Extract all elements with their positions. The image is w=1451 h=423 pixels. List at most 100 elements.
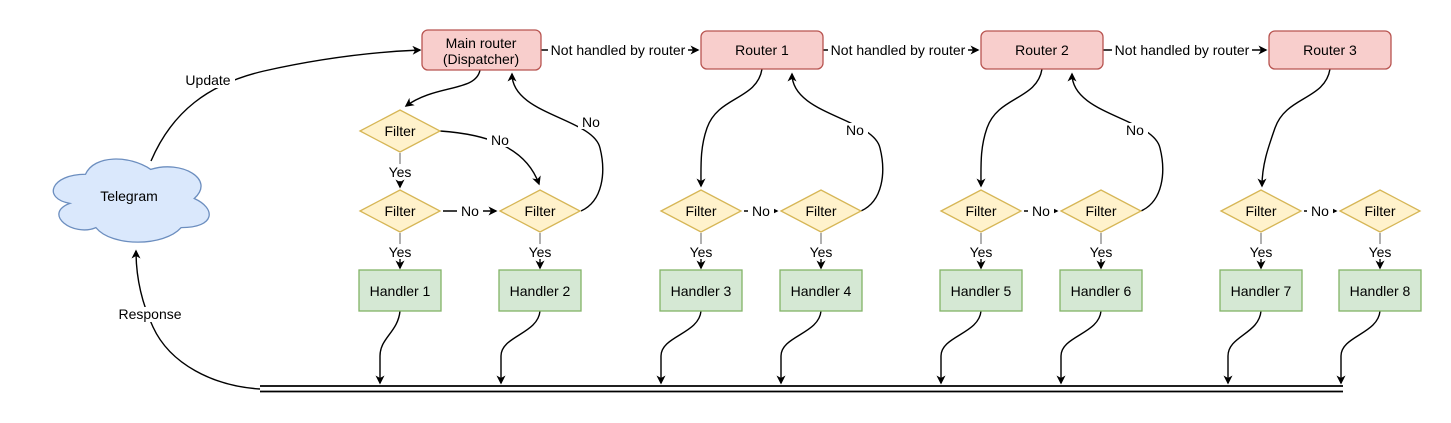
handler8-label: Handler 8 <box>1350 283 1411 299</box>
response-label-group: Response <box>116 306 184 322</box>
label-bg <box>748 204 774 218</box>
not-handled-label-1: Not handled by router <box>548 42 688 58</box>
yes-label: Yes <box>1090 244 1113 260</box>
dispatcher-label-line1: Main router <box>446 35 517 51</box>
yes-label: Yes <box>389 244 412 260</box>
yes-label: Yes <box>810 244 833 260</box>
handler4-box <box>779 269 863 312</box>
handler3-node: Handler 3 <box>659 269 743 312</box>
handler7-label: Handler 7 <box>1231 283 1292 299</box>
router1-box <box>700 30 824 70</box>
handler1-node: Handler 1 <box>358 269 442 312</box>
handler6-box <box>1059 269 1143 312</box>
handler5-node: Handler 5 <box>939 269 1023 312</box>
router3-box <box>1268 30 1392 70</box>
handler2-box <box>498 269 582 312</box>
no-label: No <box>582 114 600 130</box>
yes-label: Yes <box>690 244 713 260</box>
no-label: No <box>846 122 864 138</box>
router3-to-filter-edge <box>1257 68 1331 188</box>
no-label-dispatcher-top: No <box>487 132 513 148</box>
no-label-router1-row: No <box>748 203 774 219</box>
handler6-to-bus-edge <box>1056 310 1102 385</box>
router2-node: Router 2 <box>980 30 1104 70</box>
router1-node: Router 1 <box>700 30 824 70</box>
handler7-node: Handler 7 <box>1219 269 1303 312</box>
response-edge <box>131 249 261 390</box>
handler5-to-bus-edge <box>936 310 982 385</box>
no-label-router2-return: No <box>1122 122 1148 138</box>
handler7-box <box>1219 269 1303 312</box>
handler4-node: Handler 4 <box>779 269 863 312</box>
handler1-box <box>358 269 442 312</box>
no-label: No <box>461 203 479 219</box>
handler6-label: Handler 6 <box>1071 283 1132 299</box>
router2-box <box>980 30 1104 70</box>
filter-label: Filter <box>1245 203 1276 219</box>
filter-diamond <box>779 189 863 233</box>
label-bg <box>1028 204 1054 218</box>
filter-diamond <box>358 189 442 233</box>
no-label-dispatcher-row: No <box>457 203 483 219</box>
filter-label: Filter <box>805 203 836 219</box>
filter-label: Filter <box>384 203 415 219</box>
handler3-label: Handler 3 <box>671 283 732 299</box>
handler2-to-bus-edge <box>496 310 541 385</box>
no-label-router3-row: No <box>1307 203 1333 219</box>
filter-node-router2-2: Filter <box>1059 189 1143 233</box>
handler2-node: Handler 2 <box>498 269 582 312</box>
dispatcher-label-line2: (Dispatcher) <box>443 51 519 67</box>
update-edge <box>150 45 422 162</box>
update-label: Update <box>185 72 230 88</box>
no-label: No <box>491 132 509 148</box>
label-bg <box>1307 204 1333 218</box>
handler7-to-bus-edge <box>1223 310 1262 385</box>
dispatcher-to-filter-edge <box>404 69 481 107</box>
handler8-to-bus-edge <box>1336 310 1381 385</box>
filter-diamond <box>1059 189 1143 233</box>
filter-node-dispatcher-2: Filter <box>498 189 582 233</box>
router2-label: Router 2 <box>1015 42 1069 58</box>
handler3-to-bus-edge <box>656 310 702 385</box>
response-label: Response <box>118 306 181 322</box>
router3-label: Router 3 <box>1303 42 1357 58</box>
handler1-label: Handler 1 <box>370 283 431 299</box>
router1-to-filter-edge <box>696 68 763 188</box>
handler5-label: Handler 5 <box>951 283 1012 299</box>
not-handled-label: Not handled by router <box>1115 42 1250 58</box>
dispatcher-node: Main router (Dispatcher) <box>421 29 542 71</box>
label-bg <box>457 204 483 218</box>
label-bg <box>1122 123 1148 137</box>
filter-label: Filter <box>524 203 555 219</box>
filter-node-router1-2: Filter <box>779 189 863 233</box>
no-label-dispatcher-return: No <box>578 114 604 130</box>
no-return-edge-router1 <box>787 72 884 212</box>
filter-label: Filter <box>384 123 415 139</box>
label-bg <box>548 42 688 58</box>
handler2-label: Handler 2 <box>510 283 571 299</box>
handler8-node: Handler 8 <box>1338 269 1422 312</box>
filter-diamond <box>498 189 582 233</box>
filter-label: Filter <box>1085 203 1116 219</box>
filter-node-router1-1: Filter <box>659 189 743 233</box>
yes-label: Yes <box>389 164 412 180</box>
filter-diamond <box>1338 189 1422 233</box>
router2-to-filter-edge <box>976 68 1043 188</box>
handler1-to-bus-edge <box>375 310 401 385</box>
cloud-icon <box>52 158 210 243</box>
label-bg <box>181 73 235 88</box>
handler5-box <box>939 269 1023 312</box>
no-label: No <box>752 203 770 219</box>
handler8-box <box>1338 269 1422 312</box>
no-return-edge-router2 <box>1067 72 1164 212</box>
filter-node-dispatcher-1: Filter <box>358 189 442 233</box>
handler3-box <box>659 269 743 312</box>
label-bg <box>842 123 868 137</box>
router3-node: Router 3 <box>1268 30 1392 70</box>
no-label: No <box>1126 122 1144 138</box>
handler4-to-bus-edge <box>776 310 822 385</box>
not-handled-label-3: Not handled by router <box>1112 42 1252 58</box>
no-label-router1-return: No <box>842 122 868 138</box>
not-handled-label-2: Not handled by router <box>828 42 968 58</box>
